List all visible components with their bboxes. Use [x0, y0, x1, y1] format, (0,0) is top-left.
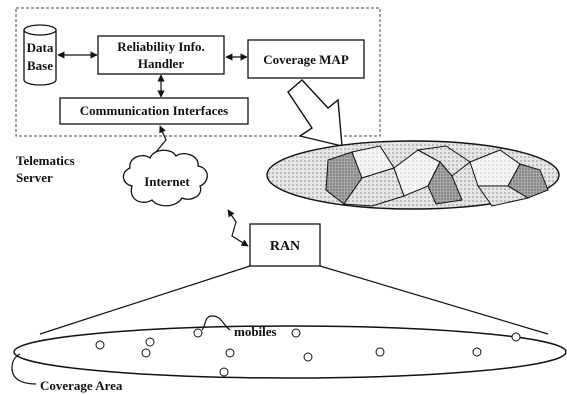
- reliability-handler-label-line2: Handler: [138, 56, 184, 71]
- mobiles-label: mobiles: [234, 324, 277, 339]
- ran-box: [249, 223, 321, 267]
- internet-cloud: [122, 149, 208, 207]
- telematics-server-boundary: [15, 7, 381, 137]
- mobile-device: [225, 348, 235, 358]
- coverage-area-ellipse: [13, 325, 567, 379]
- communication-interfaces-box: [59, 97, 249, 125]
- mobile-device: [193, 328, 203, 338]
- ran-label: RAN: [270, 239, 300, 254]
- telematics-server-label-line2: Server: [16, 170, 53, 185]
- coverage-area-label: Coverage Area: [40, 378, 123, 393]
- database-label-line2: Base: [27, 58, 53, 73]
- internet-ran-link: [227, 209, 249, 247]
- mobile-device: [219, 367, 229, 377]
- communication-interfaces-label: Communication Interfaces: [80, 103, 228, 118]
- coverage-map-oval: [266, 140, 560, 210]
- coverage-area-pointer: [11, 353, 37, 385]
- reliability-handler-label-line1: Reliability Info.: [117, 39, 204, 54]
- ran-coverage-right-line: [319, 265, 549, 335]
- ran-coverage-left-line: [39, 265, 251, 335]
- mobile-device: [145, 337, 155, 347]
- coverage-map-box: [247, 39, 365, 79]
- telematics-server-label-line1: Telematics: [16, 153, 75, 168]
- map-projection-arrow: [287, 79, 343, 147]
- mobile-device: [291, 328, 301, 338]
- coverage-map-label: Coverage MAP: [263, 52, 349, 67]
- mobiles-pointer: [201, 315, 231, 331]
- mobile-device: [511, 332, 521, 342]
- database-cylinder: Data Base: [23, 24, 57, 86]
- mobile-device: [472, 347, 482, 357]
- database-label-line1: Data: [27, 40, 54, 55]
- mobile-device: [303, 352, 313, 362]
- mobile-device: [141, 348, 151, 358]
- reliability-handler-box: [97, 35, 225, 75]
- internet-label: Internet: [144, 174, 190, 189]
- mobile-devices: [95, 328, 521, 377]
- mobile-device: [95, 340, 105, 350]
- mobile-device: [375, 347, 385, 357]
